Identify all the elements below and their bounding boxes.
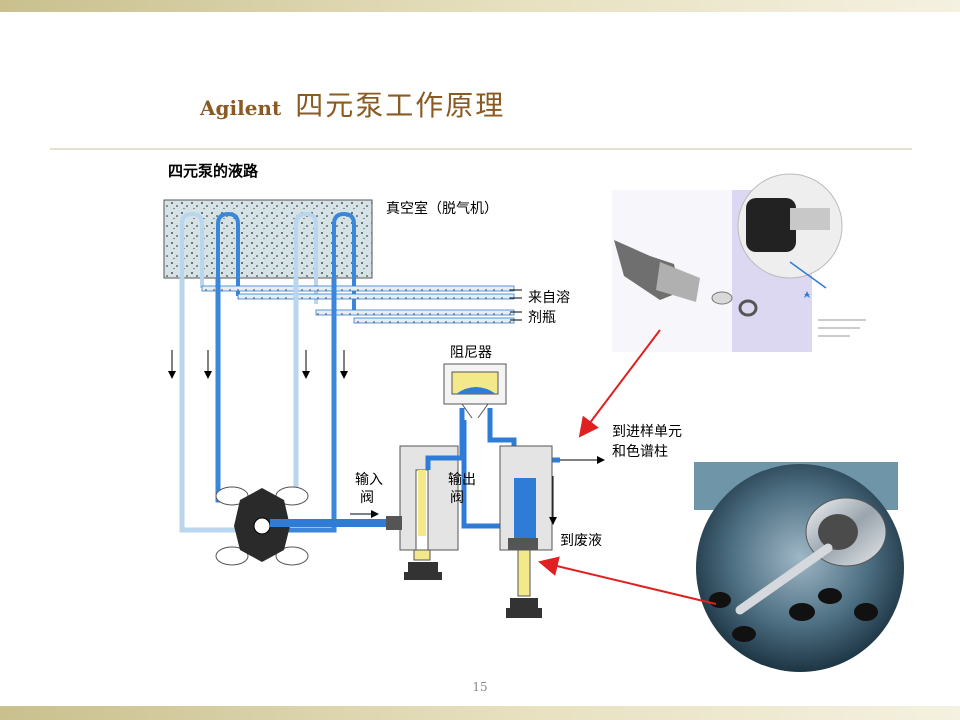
solvent-inlet-lines xyxy=(201,285,522,324)
proportioning-valve xyxy=(215,486,309,566)
outlet-valve-label-1: 输出 xyxy=(448,472,476,488)
to-sampler-label-1: 到进样单元 xyxy=(612,424,682,440)
from-bottles-label-1: 来自溶 xyxy=(528,290,570,306)
slide-heading: 四元泵工作原理 xyxy=(295,89,506,122)
from-bottles-label-2: 剂瓶 xyxy=(528,310,556,326)
inlet-valve-label-1: 输入 xyxy=(355,472,383,488)
brand-name: Agilent xyxy=(200,96,282,120)
diagram-subtitle: 四元泵的液路 xyxy=(168,162,259,180)
valve-cartridge-callout xyxy=(612,173,866,352)
pump-head-1 xyxy=(386,445,459,580)
degasser-loops xyxy=(180,211,356,312)
vacuum-chamber-label: 真空室（脱气机） xyxy=(386,200,498,217)
slide-title: Agilent 四元泵工作原理 xyxy=(200,84,505,124)
outlet-valve-label-2: 阀 xyxy=(450,490,464,506)
vacuum-chamber xyxy=(163,199,373,279)
pump-feed-line xyxy=(270,519,402,527)
red-pointer-valve xyxy=(578,329,661,438)
to-waste-label: 到废液 xyxy=(560,533,602,549)
title-divider xyxy=(50,148,912,150)
piston-photo xyxy=(694,462,904,672)
red-pointer-piston xyxy=(538,556,717,605)
pump-head-2 xyxy=(499,445,553,618)
damper-label: 阻尼器 xyxy=(450,345,492,361)
page-number: 15 xyxy=(472,680,488,694)
flow-down-arrows xyxy=(168,350,348,379)
to-sampler-label-2: 和色谱柱 xyxy=(612,443,668,460)
damper xyxy=(443,363,507,419)
top-band xyxy=(0,0,960,12)
bottom-band xyxy=(0,706,960,720)
inlet-valve-label-2: 阀 xyxy=(360,490,374,506)
